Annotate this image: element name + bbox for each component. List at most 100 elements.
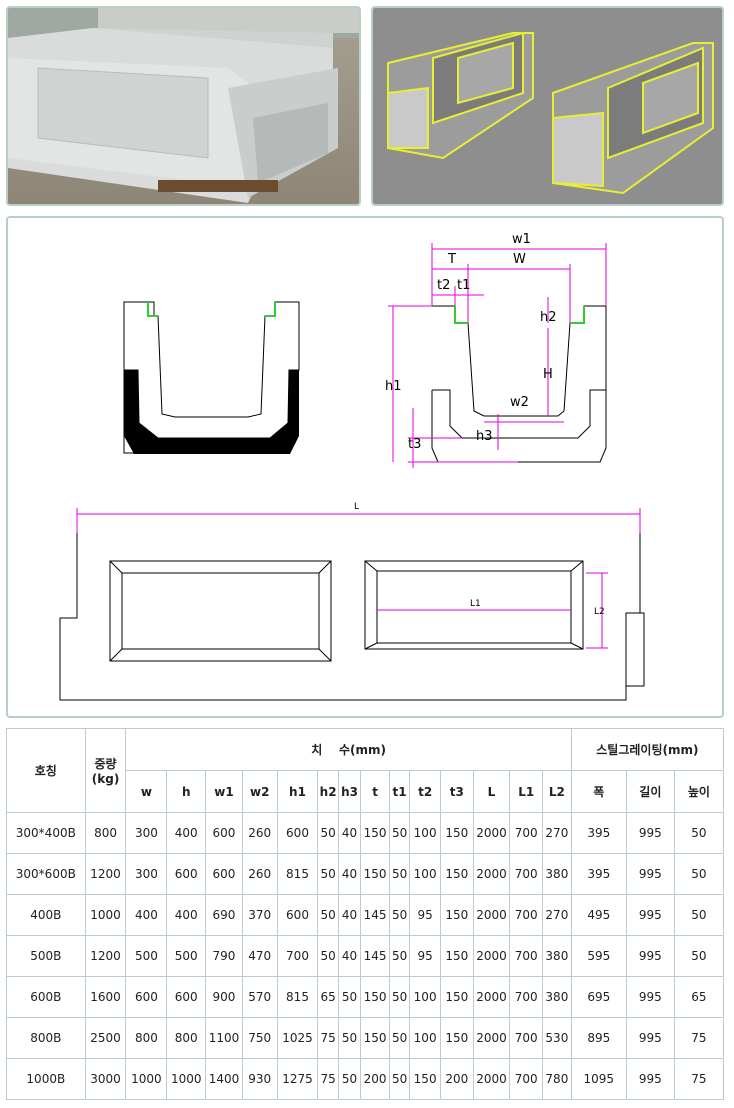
cell-dim-h1: 700 — [276, 935, 319, 977]
cell-dim-h2: 65 — [317, 976, 339, 1018]
cell-dim-t: 145 — [360, 894, 390, 936]
cell-dim-w: 400 — [125, 894, 168, 936]
cell-dim-w: 600 — [125, 976, 168, 1018]
cell-dim-L2: 380 — [542, 853, 572, 895]
cell-dim-h2: 50 — [317, 894, 339, 936]
header-grating-1: 길이 — [625, 770, 675, 813]
header-grating: 스틸그레이팅(mm) — [570, 728, 725, 771]
cell-dim-t1: 50 — [388, 894, 411, 936]
cell-weight: 1200 — [84, 853, 127, 895]
cell-dim-w2: 750 — [241, 1017, 278, 1059]
cell-grating-0: 695 — [570, 976, 627, 1018]
label-H: H — [543, 367, 553, 382]
cell-dim-t2: 95 — [409, 894, 441, 936]
cell-name: 1000B — [6, 1058, 86, 1100]
cell-grating-0: 395 — [570, 812, 627, 854]
cell-grating-1: 995 — [625, 853, 675, 895]
label-w2: w2 — [510, 395, 529, 410]
cell-dim-w: 500 — [125, 935, 168, 977]
cell-dim-t3: 150 — [439, 853, 474, 895]
cross-section-filled — [123, 301, 300, 454]
cell-grating-1: 995 — [625, 812, 675, 854]
photo-concrete-channel — [6, 6, 361, 206]
cell-weight: 800 — [84, 812, 127, 854]
cell-dim-w: 300 — [125, 812, 168, 854]
cell-grating-1: 995 — [625, 976, 675, 1018]
cell-dim-w1: 690 — [205, 894, 243, 936]
cell-dim-w: 300 — [125, 853, 168, 895]
cell-dim-L1: 700 — [509, 812, 544, 854]
cell-grating-0: 395 — [570, 853, 627, 895]
header-dim-h3: h3 — [337, 770, 362, 813]
cell-grating-2: 50 — [673, 812, 725, 854]
label-W: W — [513, 252, 526, 267]
header-dim-w1: w1 — [205, 770, 243, 813]
cell-dim-L1: 700 — [509, 976, 544, 1018]
cell-dim-L1: 700 — [509, 894, 544, 936]
cell-dim-t1: 50 — [388, 853, 411, 895]
label-w1: w1 — [512, 232, 531, 247]
cell-dim-h1: 1025 — [276, 1017, 319, 1059]
cell-weight: 2500 — [84, 1017, 127, 1059]
cross-section-dimensioned — [431, 305, 607, 463]
cell-dim-t: 150 — [360, 976, 390, 1018]
cell-dim-t1: 50 — [388, 1058, 411, 1100]
cell-dim-w1: 790 — [205, 935, 243, 977]
cell-dim-t2: 100 — [409, 1017, 441, 1059]
cell-name: 600B — [6, 976, 86, 1018]
cell-dim-h: 400 — [166, 894, 207, 936]
cell-dim-t: 145 — [360, 935, 390, 977]
cell-name: 400B — [6, 894, 86, 936]
cell-dim-t3: 150 — [439, 976, 474, 1018]
cell-dim-h2: 50 — [317, 935, 339, 977]
header-dim-w: w — [125, 770, 168, 813]
cell-dim-h3: 50 — [337, 1017, 362, 1059]
cell-grating-0: 1095 — [570, 1058, 627, 1100]
cell-name: 800B — [6, 1017, 86, 1059]
cell-dim-L: 2000 — [472, 976, 511, 1018]
dimension-labels: w1 T W t2 t1 h2 H h1 w2 h3 t3 — [385, 232, 557, 452]
cell-grating-0: 595 — [570, 935, 627, 977]
cell-dim-L1: 700 — [509, 1058, 544, 1100]
cell-dim-w2: 570 — [241, 976, 278, 1018]
cell-weight: 1600 — [84, 976, 127, 1018]
cell-dim-t: 150 — [360, 853, 390, 895]
cell-dim-t2: 150 — [409, 1058, 441, 1100]
technical-drawing: w1 T W t2 t1 h2 H h1 w2 h3 t3 — [59, 232, 645, 701]
cell-grating-1: 995 — [625, 894, 675, 936]
cell-dim-t1: 50 — [388, 812, 411, 854]
dimension-lines — [388, 243, 607, 468]
cell-dim-t3: 150 — [439, 935, 474, 977]
cell-dim-t2: 100 — [409, 812, 441, 854]
cell-dim-h2: 50 — [317, 853, 339, 895]
cell-grating-1: 995 — [625, 1058, 675, 1100]
cell-dim-h1: 600 — [276, 894, 319, 936]
cell-dim-w2: 260 — [241, 812, 278, 854]
header-dim-w2: w2 — [241, 770, 278, 813]
cell-grating-2: 75 — [673, 1017, 725, 1059]
cell-dim-t1: 50 — [388, 976, 411, 1018]
label-t3: t3 — [408, 437, 421, 452]
header-dim-h2: h2 — [317, 770, 339, 813]
cell-name: 300*400B — [6, 812, 86, 854]
cell-grating-1: 995 — [625, 935, 675, 977]
cell-dim-h: 600 — [166, 976, 207, 1018]
cell-dim-t1: 50 — [388, 935, 411, 977]
label-t2: t2 — [437, 278, 450, 293]
cell-grating-2: 50 — [673, 853, 725, 895]
header-dim-t1: t1 — [388, 770, 411, 813]
cell-dim-t3: 150 — [439, 1017, 474, 1059]
cell-grating-2: 75 — [673, 1058, 725, 1100]
cell-dim-h: 800 — [166, 1017, 207, 1059]
cell-dim-t3: 150 — [439, 812, 474, 854]
cell-dim-h1: 600 — [276, 812, 319, 854]
cell-dim-h2: 75 — [317, 1017, 339, 1059]
cell-dim-L2: 380 — [542, 935, 572, 977]
cell-dim-w: 800 — [125, 1017, 168, 1059]
cell-dim-L: 2000 — [472, 1017, 511, 1059]
